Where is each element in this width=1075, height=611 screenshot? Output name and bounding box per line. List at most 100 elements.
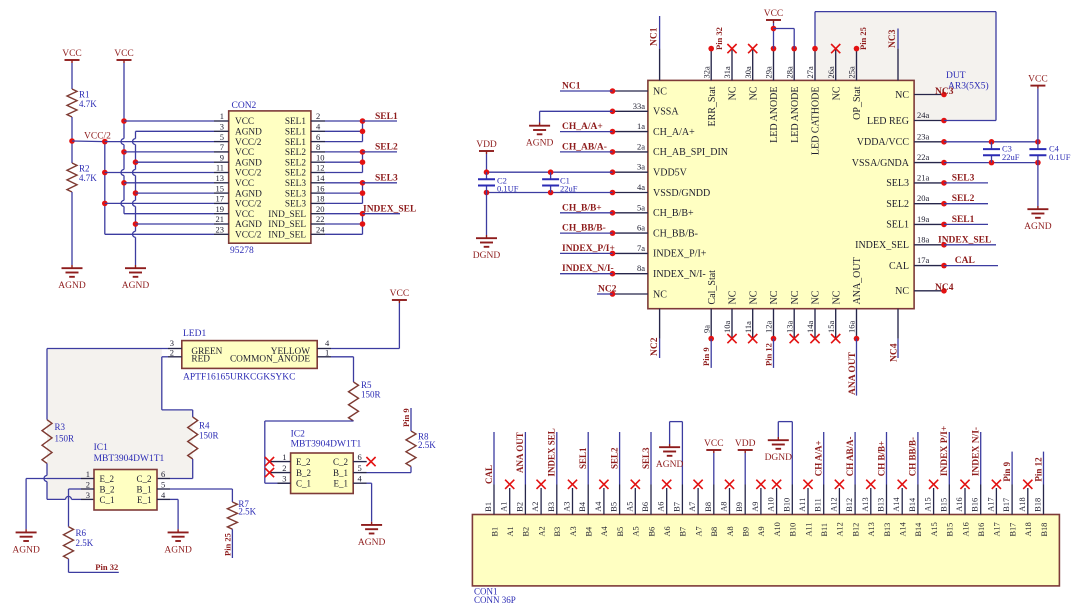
svg-text:C_2: C_2 — [333, 457, 348, 467]
svg-text:VCC: VCC — [235, 210, 254, 220]
svg-text:VDDA/VCC: VDDA/VCC — [857, 137, 910, 148]
svg-text:CH_A/A+: CH_A/A+ — [653, 127, 695, 138]
svg-text:SEL3: SEL3 — [886, 178, 909, 189]
svg-text:AR3(5X5): AR3(5X5) — [948, 81, 989, 92]
svg-text:LED ANODE: LED ANODE — [790, 87, 801, 143]
svg-text:CH A/A+: CH A/A+ — [814, 440, 824, 476]
svg-text:AGND: AGND — [164, 545, 192, 555]
svg-text:CH_AB_SPI_DIN: CH_AB_SPI_DIN — [653, 147, 728, 158]
svg-text:AGND: AGND — [235, 220, 262, 230]
svg-text:COMMON_ANODE: COMMON_ANODE — [230, 355, 310, 365]
svg-text:B12: B12 — [845, 498, 854, 512]
svg-text:B18: B18 — [1040, 523, 1049, 537]
svg-text:B9: B9 — [742, 527, 751, 537]
svg-text:B6: B6 — [647, 527, 656, 537]
svg-text:5: 5 — [161, 480, 165, 490]
svg-text:B16: B16 — [977, 523, 986, 537]
svg-text:SEL1: SEL1 — [952, 215, 975, 225]
svg-text:3: 3 — [86, 490, 90, 500]
svg-text:VCC/2: VCC/2 — [235, 138, 262, 148]
svg-text:E_2: E_2 — [296, 457, 311, 467]
svg-text:VCC: VCC — [235, 117, 254, 127]
svg-text:VDD: VDD — [735, 439, 756, 449]
svg-text:A14: A14 — [892, 497, 901, 512]
svg-text:ANA_OUT: ANA_OUT — [852, 257, 863, 304]
svg-text:CON2: CON2 — [232, 101, 257, 111]
svg-text:VCC: VCC — [704, 439, 724, 449]
svg-text:VCC: VCC — [764, 9, 784, 19]
svg-text:10a: 10a — [722, 321, 732, 334]
svg-text:5: 5 — [358, 463, 362, 473]
svg-text:NC3: NC3 — [888, 29, 898, 48]
svg-text:IND_SEL: IND_SEL — [268, 220, 306, 230]
svg-text:CAL: CAL — [484, 465, 494, 484]
svg-text:A16: A16 — [955, 497, 964, 511]
svg-text:CH B/B+: CH B/B+ — [876, 441, 886, 476]
svg-text:INDEX_SEL: INDEX_SEL — [855, 240, 909, 251]
svg-text:13a: 13a — [784, 321, 794, 334]
svg-text:A8: A8 — [720, 502, 729, 512]
svg-text:SEL2: SEL2 — [285, 158, 307, 168]
svg-text:AGND: AGND — [235, 128, 262, 138]
svg-text:27a: 27a — [805, 66, 815, 79]
svg-text:LED CATHODE: LED CATHODE — [811, 87, 822, 156]
svg-text:B17: B17 — [1008, 523, 1017, 537]
svg-text:DGND: DGND — [473, 251, 501, 261]
svg-text:MBT3904DW1T1: MBT3904DW1T1 — [291, 440, 362, 450]
svg-text:A12: A12 — [829, 497, 838, 511]
svg-text:7a: 7a — [637, 243, 645, 253]
svg-text:AGND: AGND — [58, 281, 86, 291]
svg-text:R3: R3 — [55, 422, 66, 432]
svg-text:0.1UF: 0.1UF — [1049, 152, 1071, 162]
svg-text:VCC: VCC — [114, 49, 134, 59]
svg-text:A15: A15 — [924, 497, 933, 511]
svg-text:VSSA/GNDA: VSSA/GNDA — [852, 158, 910, 169]
svg-text:CAL: CAL — [889, 261, 909, 272]
svg-text:NC: NC — [831, 86, 842, 100]
svg-text:OP_Stat: OP_Stat — [852, 86, 863, 120]
svg-text:SEL1: SEL1 — [886, 220, 909, 231]
svg-text:C1: C1 — [560, 176, 570, 186]
svg-text:AGND: AGND — [122, 281, 150, 291]
svg-text:B6: B6 — [641, 502, 650, 512]
svg-text:14: 14 — [316, 173, 325, 183]
svg-text:SEL3: SEL3 — [285, 200, 307, 210]
svg-text:B5: B5 — [610, 502, 619, 512]
svg-text:20: 20 — [316, 204, 325, 214]
svg-text:NC: NC — [790, 290, 801, 304]
svg-text:A12: A12 — [836, 522, 845, 536]
svg-text:14a: 14a — [805, 321, 815, 334]
svg-text:Pin 12: Pin 12 — [1033, 457, 1043, 482]
svg-text:NC4: NC4 — [935, 283, 954, 293]
svg-text:R2: R2 — [79, 164, 90, 174]
svg-text:IND_SEL: IND_SEL — [268, 231, 306, 241]
svg-text:A13: A13 — [861, 497, 870, 511]
svg-text:1: 1 — [220, 111, 224, 121]
svg-text:1a: 1a — [637, 121, 645, 131]
svg-text:B1: B1 — [484, 502, 493, 512]
svg-text:12a: 12a — [764, 321, 774, 334]
svg-text:NC1: NC1 — [650, 27, 660, 46]
svg-text:21a: 21a — [917, 172, 930, 182]
svg-text:B3: B3 — [553, 527, 562, 537]
svg-text:Pin 32: Pin 32 — [714, 27, 724, 50]
svg-text:CH_BB/B-: CH_BB/B- — [653, 228, 698, 239]
svg-text:A1: A1 — [500, 502, 509, 512]
svg-text:R7: R7 — [238, 499, 249, 509]
svg-text:B17: B17 — [1002, 498, 1011, 512]
svg-text:1: 1 — [86, 469, 90, 479]
svg-text:B_2: B_2 — [296, 468, 311, 478]
svg-text:NC2: NC2 — [598, 285, 617, 295]
svg-text:IC1: IC1 — [94, 443, 109, 453]
svg-text:13: 13 — [216, 173, 225, 183]
svg-text:26a: 26a — [826, 66, 836, 79]
svg-text:7: 7 — [220, 142, 224, 152]
svg-text:6: 6 — [161, 469, 165, 479]
svg-text:R1: R1 — [79, 90, 90, 100]
svg-text:NC: NC — [895, 90, 909, 101]
svg-text:17: 17 — [216, 194, 225, 204]
svg-text:CH_AB/A-: CH_AB/A- — [562, 142, 607, 152]
svg-text:NC: NC — [811, 290, 822, 304]
svg-text:A7: A7 — [688, 502, 697, 512]
svg-text:3: 3 — [220, 122, 224, 132]
